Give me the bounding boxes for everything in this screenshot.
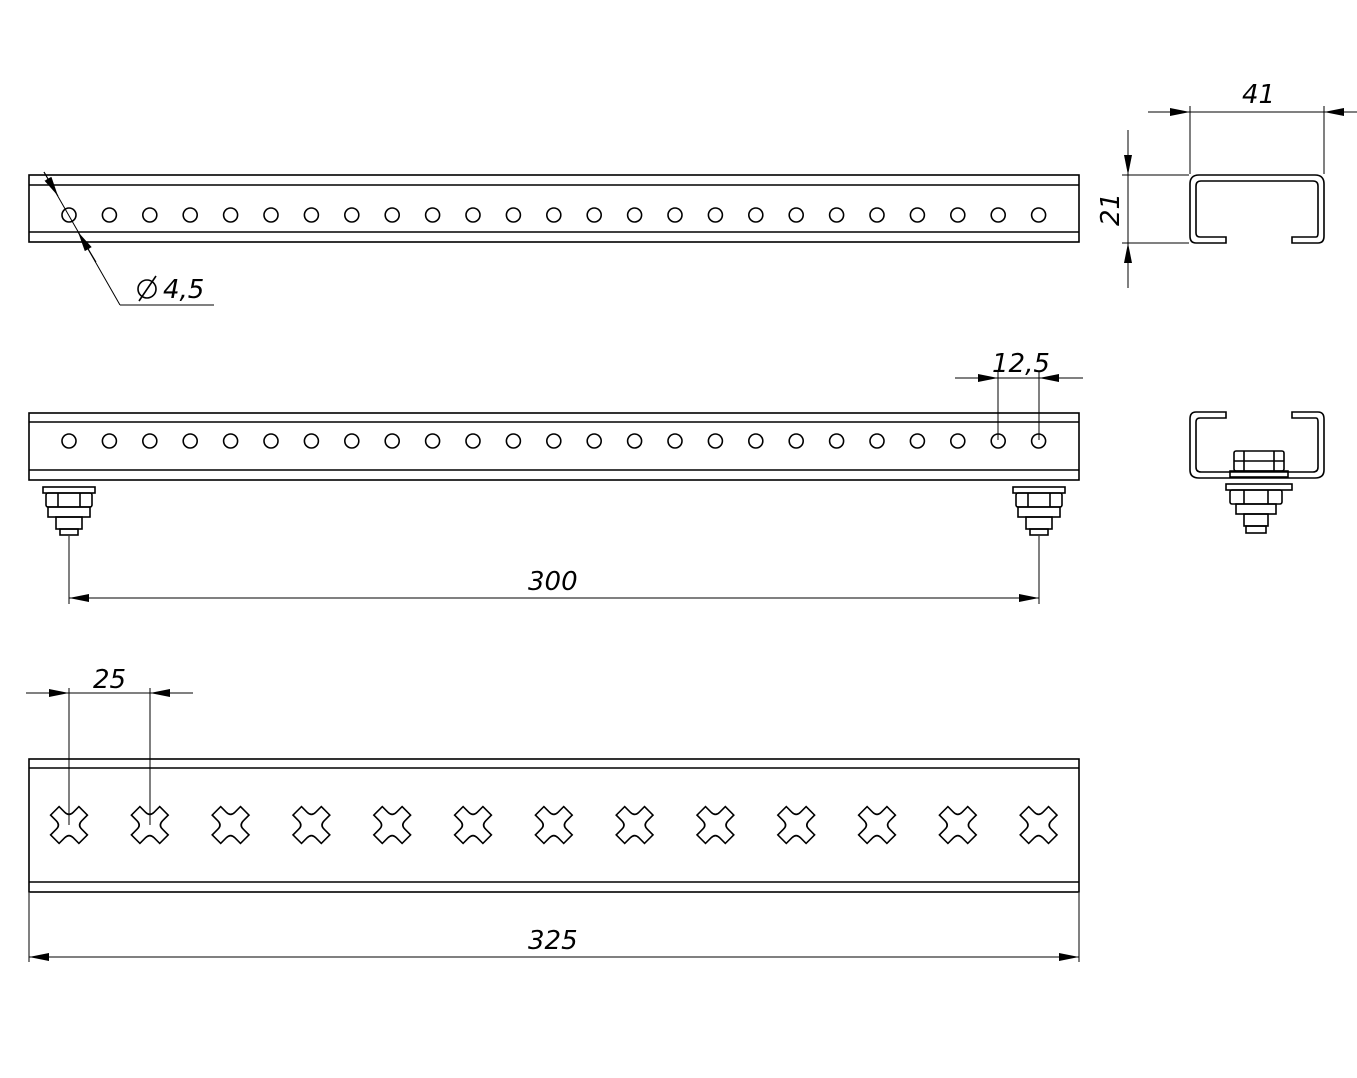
hole [990, 207, 1007, 223]
cross-slot [453, 805, 493, 845]
hole [263, 433, 279, 449]
hole [909, 207, 926, 223]
hole [343, 207, 360, 223]
cross-slot [695, 805, 735, 845]
left-mount-bolt [42, 486, 96, 536]
hole [747, 207, 764, 223]
hole [384, 433, 401, 449]
profile-with-bolt-view [1189, 411, 1325, 534]
hole [222, 433, 239, 449]
hole [142, 433, 158, 449]
hole [869, 207, 885, 223]
hole [545, 207, 562, 223]
hole [61, 433, 77, 449]
hole [101, 433, 118, 449]
mount-span-label: 300 [528, 567, 578, 597]
hole [303, 207, 320, 223]
hole [384, 207, 401, 223]
hole [667, 433, 683, 449]
bottom-rail-outline [28, 758, 1080, 893]
hole [424, 433, 441, 449]
hole [545, 433, 562, 449]
hole [667, 207, 683, 223]
hole [101, 207, 118, 223]
right-mount-bolt [1012, 486, 1066, 536]
hole [505, 433, 522, 449]
hole [788, 207, 805, 223]
cross-slot [857, 805, 897, 845]
cross-slot [615, 805, 655, 845]
hole [828, 207, 845, 223]
hole [343, 433, 360, 449]
hole [263, 207, 279, 223]
hole [626, 207, 643, 223]
hole [707, 207, 724, 223]
hole [424, 207, 441, 223]
hole [1030, 207, 1047, 223]
total-length-label: 325 [528, 926, 578, 956]
hole [142, 207, 158, 223]
hole [303, 433, 320, 449]
hole [626, 433, 643, 449]
middle-rail-view: 12,5 300 [28, 349, 1083, 604]
cross-slot [938, 805, 978, 845]
hole [465, 207, 481, 223]
top-rail-view: 4,5 [28, 171, 1080, 306]
hole [586, 207, 603, 223]
hole [182, 207, 198, 223]
hole [707, 433, 724, 449]
diameter-symbol [137, 275, 157, 302]
profile-end-view: 41 21 [1096, 80, 1357, 288]
c-profile-section [1189, 174, 1325, 244]
profile-width-label: 41 [1242, 80, 1275, 110]
hole [182, 433, 198, 449]
hole [828, 433, 845, 449]
cross-slot [1019, 805, 1059, 845]
bottom-rail-view: 25 325 [26, 665, 1080, 962]
middle-rail-holes [61, 433, 1047, 449]
cross-slot [534, 805, 574, 845]
cross-slot [291, 805, 331, 845]
slot-pitch-label: 25 [93, 665, 126, 695]
hole-pitch-label: 12,5 [992, 349, 1050, 379]
cross-slots [49, 805, 1059, 845]
hole [586, 433, 603, 449]
cross-slot [372, 805, 412, 845]
hole [869, 433, 885, 449]
hole [949, 207, 966, 223]
hole [788, 433, 805, 449]
hole [505, 207, 522, 223]
cross-slot [776, 805, 816, 845]
hole [747, 433, 764, 449]
hole-diameter-label: 4,5 [163, 275, 204, 305]
c-profile-section-2 [1189, 411, 1325, 479]
top-rail-holes [61, 207, 1047, 223]
hole [222, 207, 239, 223]
profile-height-label: 21 [1096, 193, 1126, 226]
top-rail-outline [28, 174, 1080, 243]
hole [949, 433, 966, 449]
cross-slot [211, 805, 251, 845]
middle-rail-outline [28, 412, 1080, 481]
hole [465, 433, 481, 449]
hole [909, 433, 926, 449]
